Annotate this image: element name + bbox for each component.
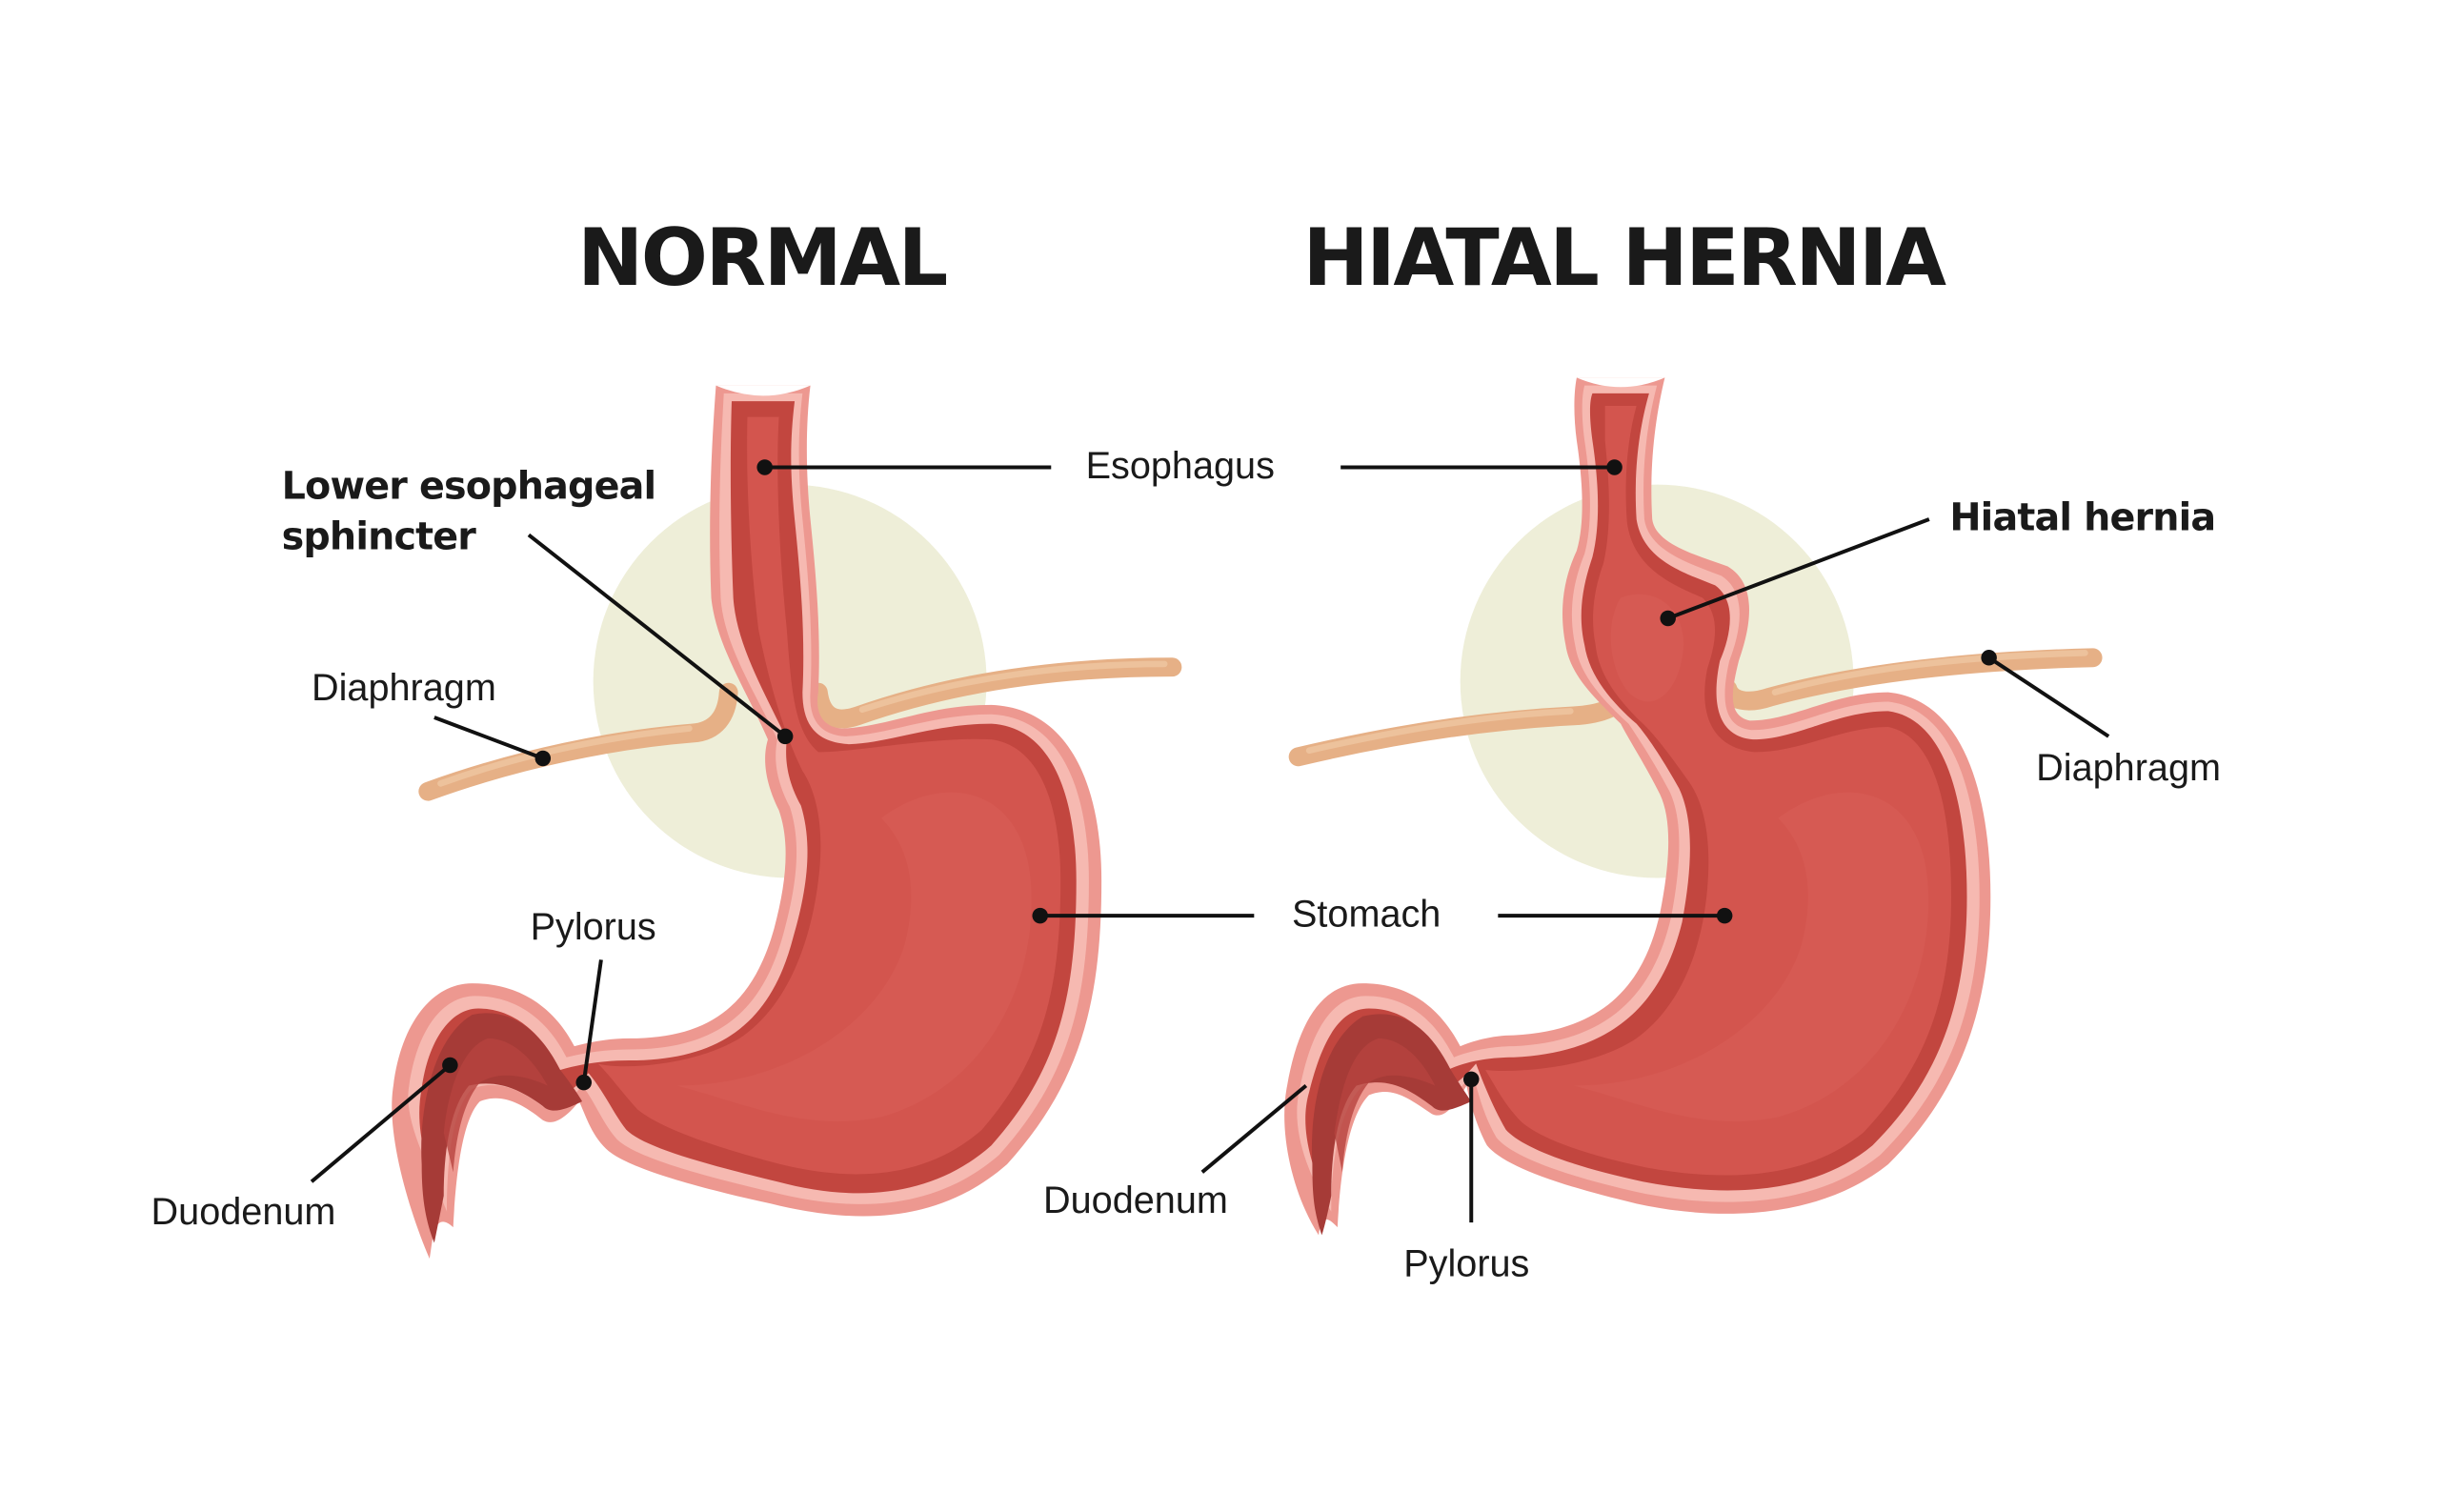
- leader-pylorus-normal: [575, 959, 603, 1091]
- label-stomach: Stomach: [1292, 894, 1441, 936]
- leader-esophagus: [756, 459, 1623, 475]
- label-duodenum-hernia: Duodenum: [1043, 1179, 1228, 1221]
- label-pylorus-hernia: Pylorus: [1403, 1242, 1529, 1284]
- label-hiatal-hernia: Hiatal hernia: [1949, 496, 2215, 540]
- label-lower-esophageal-sphincter-line1: Lower esophageal: [282, 464, 656, 508]
- label-pylorus-normal: Pylorus: [531, 906, 656, 948]
- leader-duodenum-hernia: [1200, 1083, 1308, 1174]
- label-lower-esophageal-sphincter-line2: sphincter: [282, 514, 477, 558]
- label-esophagus: Esophagus: [1086, 445, 1275, 487]
- leader-hiatal-hernia: [1660, 517, 1930, 627]
- leader-diaphragm-normal: [433, 716, 552, 767]
- title-normal: NORMAL: [577, 212, 947, 304]
- leader-diaphragm-hernia: [1981, 650, 2110, 738]
- leader-duodenum-normal: [310, 1057, 458, 1183]
- diaphragm-normal: [418, 657, 1182, 801]
- title-hiatal-hernia: HIATAL HERNIA: [1303, 212, 1947, 304]
- label-duodenum-normal: Duodenum: [151, 1191, 336, 1233]
- leader-stomach: [1032, 907, 1733, 924]
- label-diaphragm-hernia: Diaphragm: [2036, 747, 2221, 789]
- label-diaphragm-normal: Diaphragm: [312, 667, 496, 709]
- panel-normal: [392, 385, 1182, 1260]
- leader-pylorus-hernia: [1463, 1071, 1480, 1223]
- panel-hiatal-hernia: [1284, 377, 2103, 1236]
- leader-lower-esophageal-sphincter: [527, 533, 794, 745]
